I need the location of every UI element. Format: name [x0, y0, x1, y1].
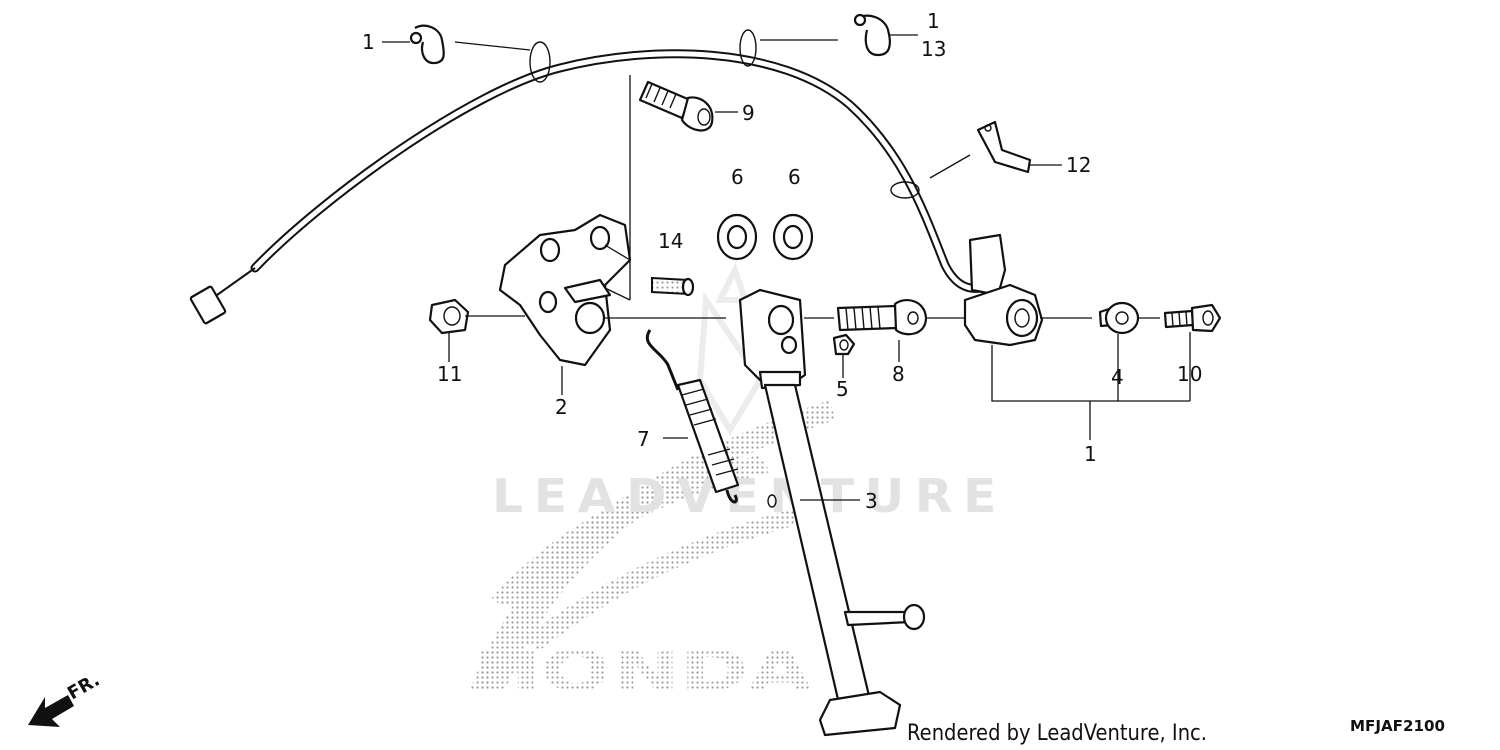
washer-4	[1098, 301, 1140, 335]
front-arrow-icon	[28, 695, 74, 727]
flange-bolt-9	[638, 80, 714, 132]
diagram-code: MFJAF2100	[1350, 717, 1445, 735]
callout-4: 4	[1111, 365, 1124, 389]
sidestand-switch	[963, 233, 1044, 347]
collar-14	[651, 276, 695, 297]
callout-1-left-clamp: 1	[362, 30, 375, 54]
leader-lines	[382, 34, 1191, 501]
sidestand	[738, 288, 926, 737]
harness-clamp-right	[853, 13, 891, 57]
washer-6-b	[772, 213, 814, 261]
callout-13: 13	[921, 37, 946, 61]
harness-bracket	[976, 120, 1032, 174]
pivot-bolt-8	[836, 299, 928, 336]
nut-5	[832, 333, 856, 356]
sidestand-pivot-bracket	[498, 213, 632, 367]
callout-1-right-clamp: 1	[927, 9, 940, 33]
watermark-text: LEADVENTURE	[492, 469, 1007, 523]
sidestand-spring	[645, 329, 740, 504]
callout-6-b: 6	[788, 165, 801, 189]
callout-7: 7	[637, 427, 650, 451]
callout-5: 5	[836, 377, 849, 401]
bolt-10	[1163, 303, 1222, 333]
brand-mark: HONDA	[472, 639, 813, 704]
harness-connector	[189, 285, 227, 325]
callout-2: 2	[555, 395, 568, 419]
callout-14: 14	[658, 229, 683, 253]
credit-text: Rendered by LeadVenture, Inc.	[907, 721, 1207, 746]
callout-3: 3	[865, 489, 878, 513]
harness-clamp-left	[409, 24, 445, 65]
flange-nut-11	[428, 298, 470, 335]
callout-6-a: 6	[731, 165, 744, 189]
callout-1-switch: 1	[1084, 442, 1097, 466]
callout-10: 10	[1177, 362, 1202, 386]
callout-11: 11	[437, 362, 462, 386]
callout-8: 8	[892, 362, 905, 386]
washer-6-a	[716, 213, 758, 261]
callout-9: 9	[742, 101, 755, 125]
callout-12: 12	[1066, 153, 1091, 177]
sidestand-switch-harness	[189, 29, 985, 325]
